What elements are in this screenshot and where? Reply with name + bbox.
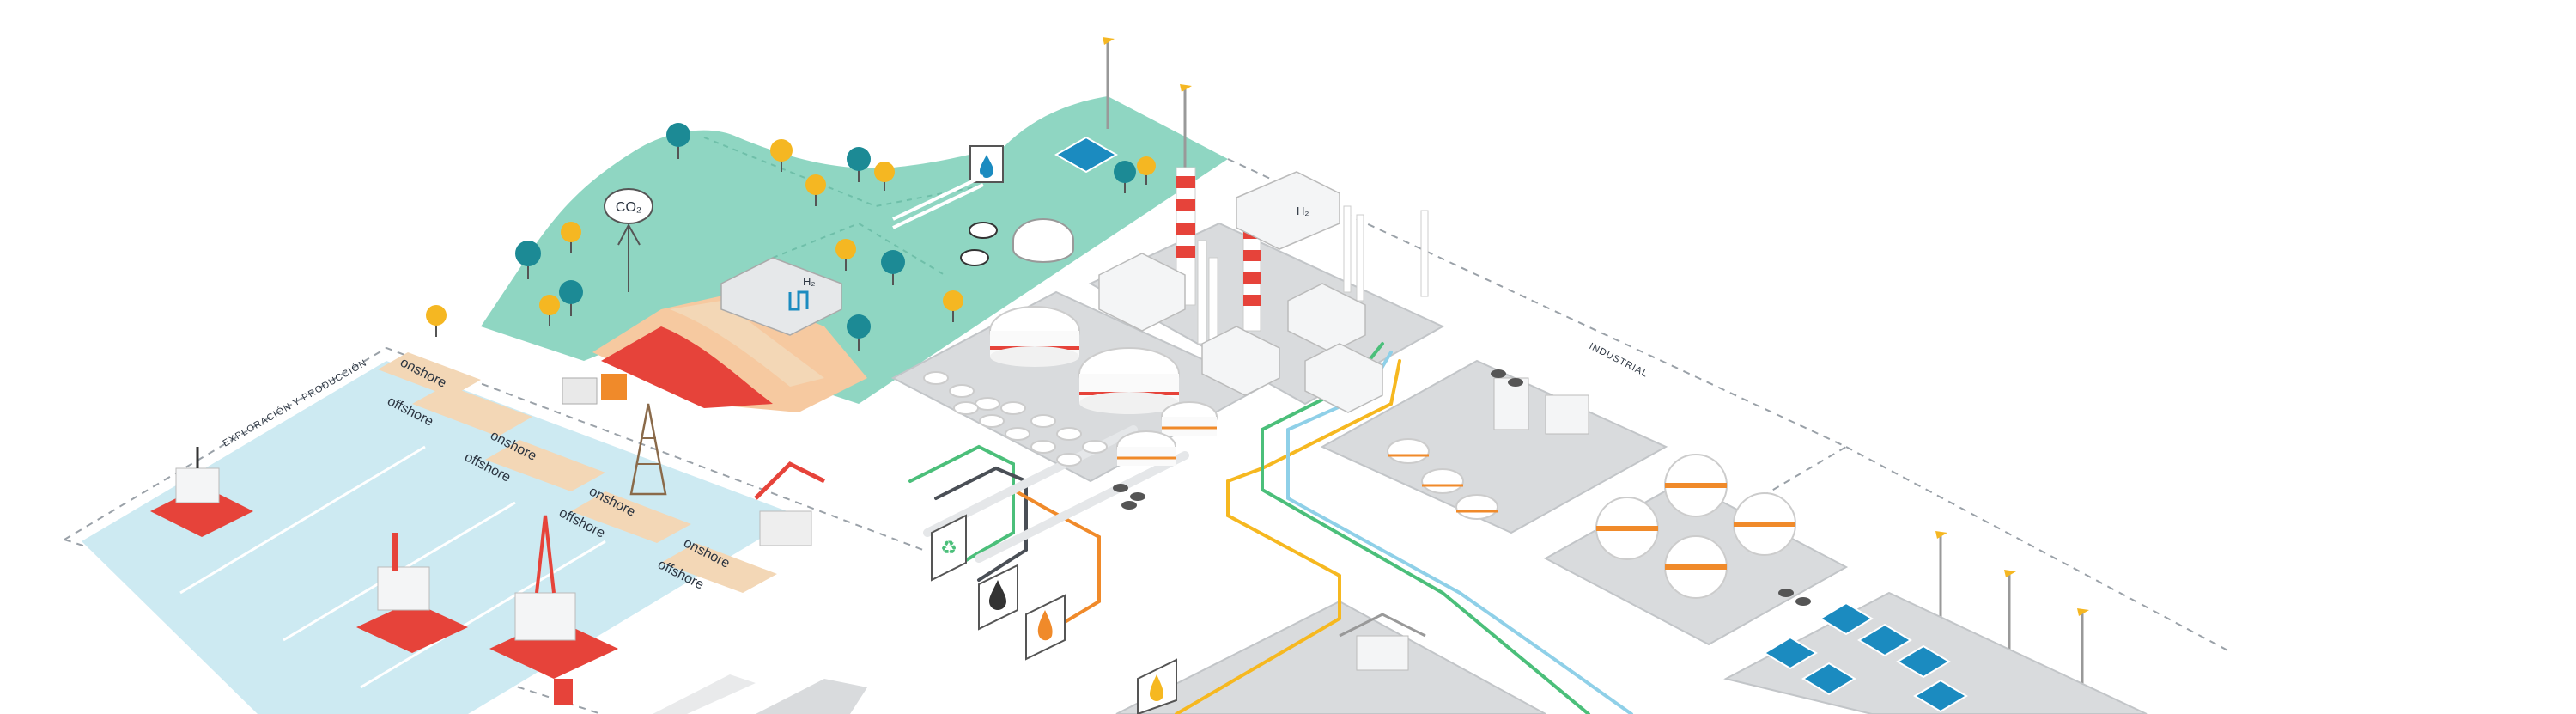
tree-icon: [539, 295, 560, 326]
recycle-sign: ♻: [931, 514, 967, 582]
fence: [892, 174, 984, 229]
recycle-icon: ♻: [940, 537, 957, 558]
tree-icon: [515, 241, 541, 279]
refinery-blocks: [1098, 171, 1383, 413]
tree-icon: [561, 222, 581, 253]
tree-icon: [666, 123, 690, 159]
chimneys: [1176, 167, 1429, 353]
trees: [426, 123, 1156, 351]
co2-label: CO₂: [616, 200, 641, 215]
tree-icon: [426, 305, 447, 337]
h2-label-plant: H₂: [1297, 204, 1309, 217]
tree-icon: [874, 162, 895, 191]
pipe-yellow: [1175, 359, 1401, 714]
storage-tanks: [923, 306, 1218, 467]
tree-icon: [559, 280, 583, 316]
ocean-area: [82, 361, 799, 714]
fuel-icon: [1150, 674, 1163, 701]
tree-icon: [1114, 161, 1136, 193]
flame-icon: [1037, 610, 1053, 641]
sign-panels: ♻: [931, 514, 1177, 714]
flame-sign: [1025, 594, 1066, 661]
barrels: [1113, 369, 1811, 606]
oil-drop-icon: [989, 580, 1006, 610]
oil-sign: [978, 564, 1018, 631]
tree-icon: [847, 314, 871, 351]
tree-icon: [943, 290, 963, 322]
petrochem-tanks: [1387, 377, 1589, 520]
solar-farm: [1763, 601, 1968, 713]
water-sign: [969, 145, 1004, 183]
tree-icon: [847, 147, 871, 182]
fuel-sign: [1137, 658, 1177, 714]
tree-icon: [1137, 156, 1156, 185]
offshore-platform-2: [356, 533, 468, 653]
cows: [960, 222, 998, 266]
water-drop-icon: [980, 155, 993, 178]
industrial-platforms: [890, 222, 2148, 714]
tree-icon: [881, 250, 905, 285]
offshore-platform-1: [150, 447, 253, 537]
tree-icon: [835, 239, 856, 271]
onshore-strips: [378, 352, 777, 593]
tree-icon: [805, 174, 826, 206]
offshore-platforms: [150, 447, 618, 705]
co2-cloud: CO₂: [604, 188, 653, 292]
h2-plant-hill: H₂: [720, 257, 842, 336]
offshore-platform-3: [489, 515, 618, 705]
solar-panel-small: [1054, 136, 1119, 174]
pipe-green: [908, 444, 1015, 564]
industrial-title: INDUSTRIAL: [1588, 341, 1650, 380]
industrial-zone-outline: [1227, 158, 2233, 654]
biogas-dome: [1012, 218, 1074, 263]
spherical-tanks: [1595, 454, 1796, 599]
h2-label-hill: H₂: [803, 275, 815, 288]
tree-icon: [770, 139, 793, 172]
port-area: [653, 613, 1426, 714]
onshore-rigs: [562, 374, 826, 546]
